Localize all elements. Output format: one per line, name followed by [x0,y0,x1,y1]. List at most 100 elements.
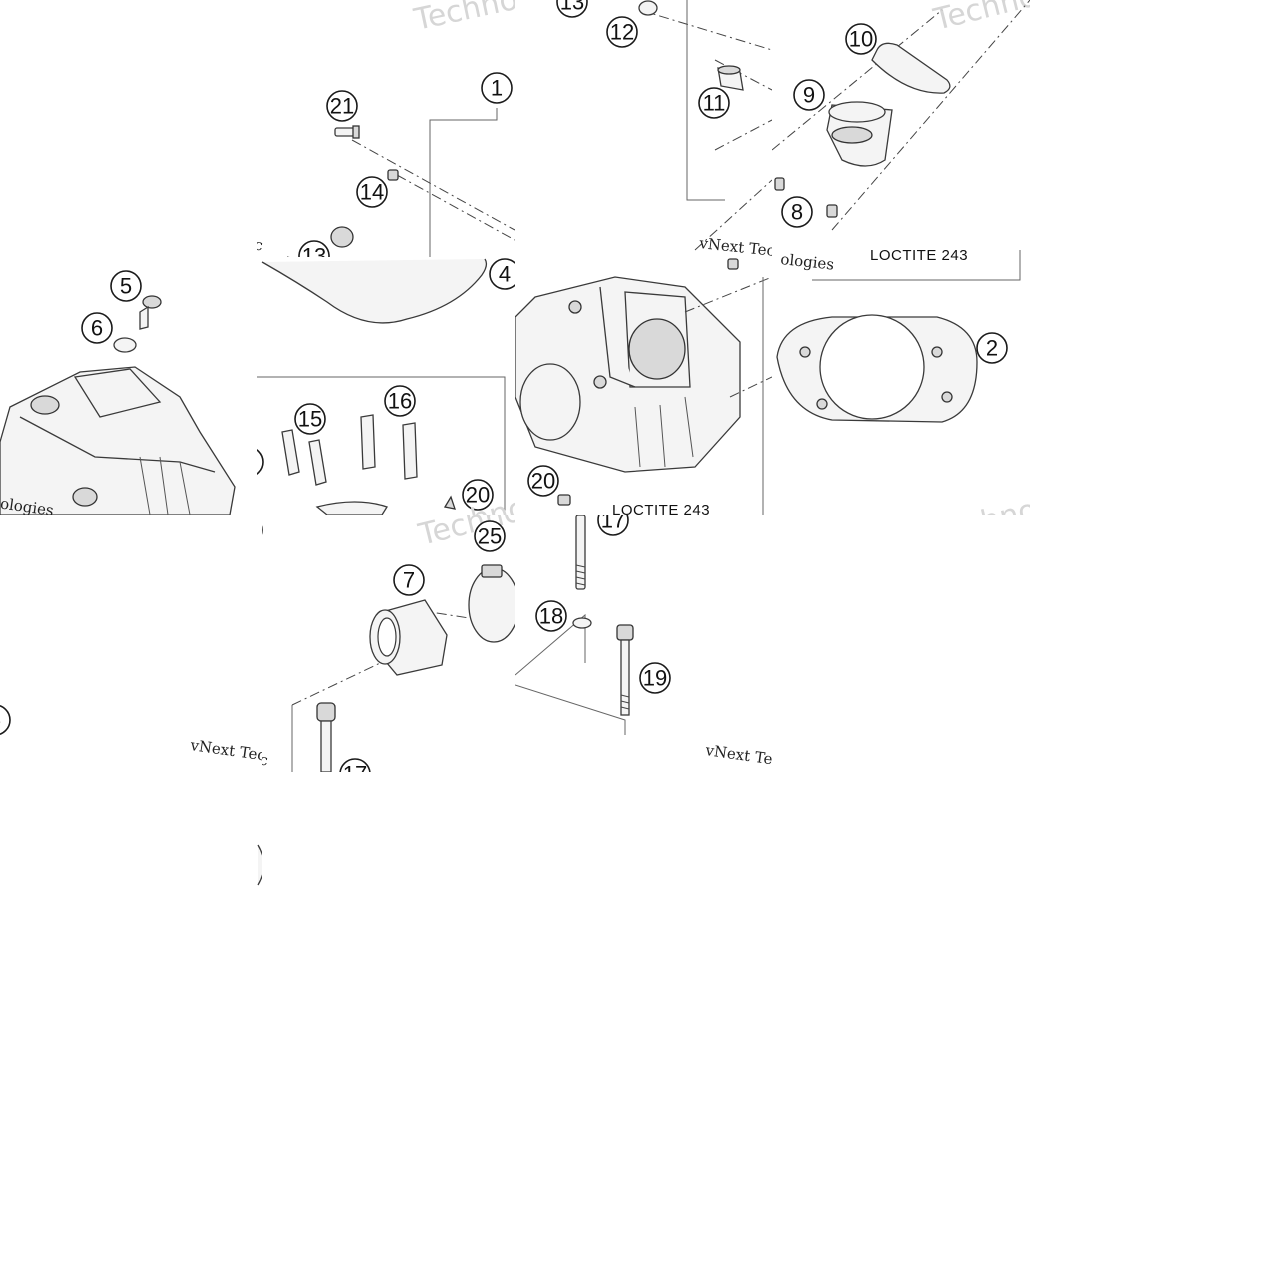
svg-text:20: 20 [466,483,490,508]
callout-12: 12 [606,16,638,48]
tile-lower-left: 6 vNext Tec [0,515,262,887]
part-11-sleeve [717,65,744,91]
svg-text:17: 17 [343,762,367,773]
part-18-washer [572,617,592,629]
tile-mid-far-right: 2 Techno [772,282,1030,515]
tile-mid-left-svg: nologies 5 6 [0,270,236,515]
leader-cyl [694,179,772,251]
part-14-plug [387,169,399,181]
frame-18 [515,613,586,676]
part-4-gasket [261,258,488,324]
frame-19 [515,684,626,735]
tile-top-middle-svg: Techno 1 21 14 [257,0,515,257]
part-plug-small [727,258,739,270]
part-8-screws [774,177,838,218]
part-15-valve-seals [281,429,327,486]
watermark-brand-d: vNext Tec [703,741,772,770]
callout-20-b: 20 [527,465,559,497]
part-20-screw [557,494,571,506]
svg-text:7: 7 [403,568,415,593]
tile-lower-center-left: Techno vNext Tec 7 [257,515,515,772]
tile-mid-left: nologies 5 6 [0,257,257,515]
callout-14: 14 [356,176,388,208]
svg-text:10: 10 [849,27,873,52]
callout-3: 3 [257,449,264,475]
tile-mid-center: 4 15 16 3 20 Techno [257,257,515,515]
callout-25: 25 [474,520,506,552]
callout-18: 18 [535,600,567,632]
callout-17-lower: 17 [339,758,371,773]
part-21-sensor-screw [334,125,360,139]
svg-text:2: 2 [986,336,998,361]
tile-top-middle: Techno 1 21 14 [257,0,515,257]
tile-top-far-right-svg: Techno LOCTITE 243 ologies 10 [772,0,1030,281]
part-9-flange [826,101,893,167]
tile-mid-far-right-svg: 2 Techno [776,314,1030,515]
part-13-plug [330,226,354,248]
tile-top-right-svg: 12 13 11 vNext Tec [556,0,772,257]
loctite-label-top: LOCTITE 243 [870,247,968,264]
leader-14 [396,174,515,241]
leader-12 [639,9,772,51]
callout-7: 7 [393,564,425,596]
part-7-intake-boot [369,599,448,676]
part-edge-fragment [257,844,262,886]
svg-text:1: 1 [491,76,503,101]
watermark-brand-b: vNext Tec [698,234,772,257]
svg-text:4: 4 [499,262,511,287]
svg-text:13: 13 [302,244,326,258]
svg-text:15: 15 [298,407,322,432]
part-6-washer [113,337,137,353]
callout-4: 4 [489,258,515,290]
part-12-o-ring [638,0,658,16]
callout-1: 1 [481,72,513,104]
part-head-fragment [315,501,388,515]
svg-text:12: 12 [610,20,634,45]
part-19-bolt [616,624,634,716]
part-17-long-bolt [316,702,336,772]
svg-text:9: 9 [803,83,815,108]
watermark-brand: vNext Tec [257,226,264,255]
part-25-hose-clamp [468,564,515,643]
watermark-tail: ologies [780,250,835,274]
part-2-head-gasket [776,314,978,423]
leader-9 [714,119,772,151]
leader-head-a [684,276,772,313]
tile-lower-center-right: vNext Tec 17 18 19 [515,515,772,772]
part-16-valve-guides [360,414,418,480]
tile-lower-center-left-svg: Techno vNext Tec 7 [257,515,515,772]
tile-top-far-right: Techno LOCTITE 243 ologies 10 [772,0,1030,282]
part-20-small [443,495,456,510]
frame-box-valves [257,376,506,515]
tile-top-right: 12 13 11 vNext Tec [515,0,772,257]
svg-text:6: 6 [91,316,103,341]
callout-13: 13 [298,240,330,258]
loctite-label-mid: LOCTITE 243 [612,502,710,515]
frame-loctite-box [812,250,1021,281]
svg-text:6: 6 [0,708,1,733]
callout-8: 8 [781,196,813,228]
tile-mid-right-svg: LOCTITE 243 20 [515,258,772,515]
svg-text:25: 25 [478,524,502,549]
part-17-stud [575,515,586,590]
callout-9: 9 [793,79,825,111]
frame-line-top-right [686,0,725,201]
frame-line-1 [429,108,498,257]
callout-13-top: 13 [556,0,588,18]
watermark-techno-d: Techno [929,493,1030,515]
leader-head-b [729,376,772,398]
watermark-brand-e: vNext Tec [188,736,262,765]
tile-lower-left-svg: 6 vNext Tec [0,705,262,886]
callout-11: 11 [698,87,730,119]
callout-21: 21 [326,90,358,122]
svg-text:8: 8 [791,200,803,225]
leader-21 [351,139,515,231]
callout-10: 10 [845,23,877,55]
svg-text:16: 16 [388,389,412,414]
svg-text:5: 5 [120,274,132,299]
callout-5: 5 [110,270,142,302]
svg-text:20: 20 [531,469,555,494]
part-10-gasket [871,42,951,94]
callout-6-edge: 6 [0,705,11,735]
